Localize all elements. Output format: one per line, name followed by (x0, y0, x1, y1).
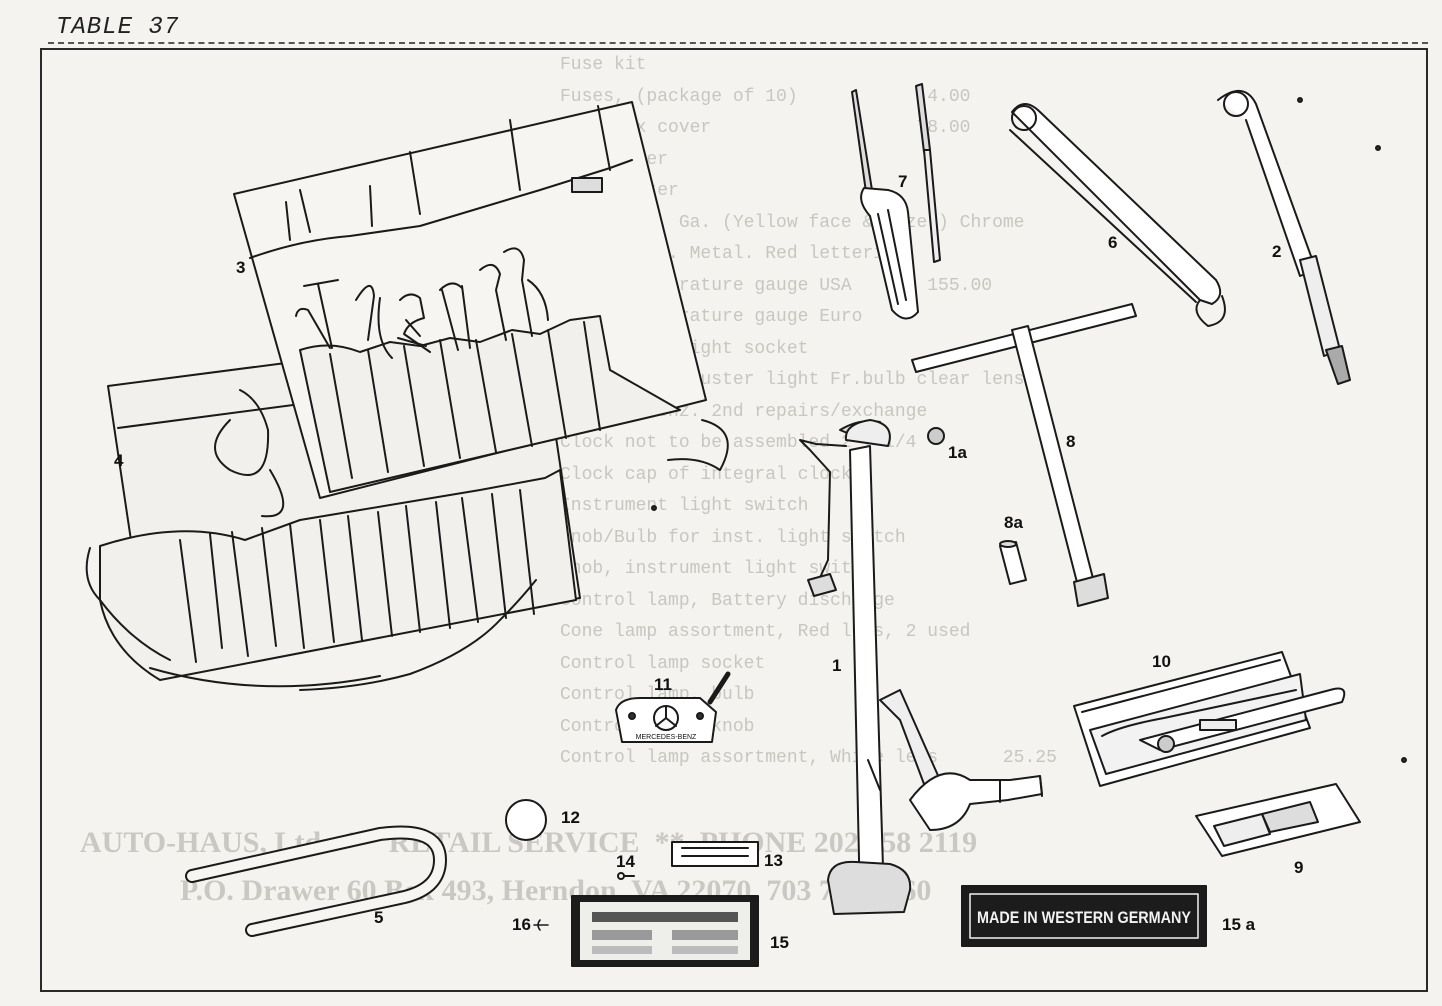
callout-12: 12 (561, 808, 580, 827)
badge-11 (615, 671, 731, 743)
ring-12 (505, 799, 547, 841)
title-rule (48, 42, 1428, 44)
callout-10: 10 (1152, 652, 1171, 671)
boxed-tool-9 (1195, 783, 1361, 857)
bleed-through-line: Control lamp socket (560, 653, 766, 674)
made-in-plate-15a (961, 885, 1207, 947)
callout-14: 14 (616, 852, 635, 871)
callout-4: 4 (114, 451, 124, 470)
bleed-through-line: Fuse kit (560, 55, 647, 75)
callout-15: 15 (770, 933, 789, 952)
jack-1 (799, 419, 1043, 915)
bleed-through-line: Fuses, (package of 10) 4.00 (560, 86, 971, 107)
callout-1a: 1a (948, 443, 967, 462)
callout-13: 13 (764, 851, 783, 870)
callout-5: 5 (374, 908, 383, 927)
callout-11: 11 (654, 675, 672, 694)
callout-16: 16 (512, 915, 531, 934)
made-in-label: MADE IN WESTERN GERMANY (977, 908, 1192, 927)
pin-14 (617, 872, 635, 880)
bleed-through-line: Clock cap of integral clock (560, 464, 852, 485)
screwdriver-7 (851, 83, 941, 320)
callout-9: 9 (1294, 858, 1303, 877)
callout-3: 3 (236, 258, 245, 277)
table-title: TABLE 37 (56, 14, 180, 41)
bleed-through-line: Control lamp assortment, White lens 25.2… (560, 748, 1057, 768)
callout-6: 6 (1108, 233, 1117, 252)
u-rod-5 (185, 825, 447, 937)
brand-plate-label: MERCEDES-BENZ (636, 734, 697, 741)
small-parts (927, 427, 1027, 585)
callout-1: 1 (832, 656, 841, 675)
data-plate-15 (571, 895, 759, 967)
callout-15a: 15 a (1222, 915, 1256, 934)
callout-8a: 8a (1004, 513, 1023, 532)
callout-8: 8 (1066, 432, 1075, 451)
tool-roll-3 (233, 101, 729, 499)
lug-wrench-2 (1217, 90, 1351, 385)
t-handle-wrench-8 (911, 303, 1137, 607)
callout-2: 2 (1272, 242, 1281, 261)
wheel-wrench-6 (1009, 103, 1226, 327)
diagram-frame (40, 48, 1428, 992)
plate-13 (671, 841, 759, 867)
bleed-through-line: Instrument light switch (560, 496, 809, 516)
torque-wrench-10 (1073, 651, 1346, 787)
callout-7: 7 (898, 172, 907, 191)
